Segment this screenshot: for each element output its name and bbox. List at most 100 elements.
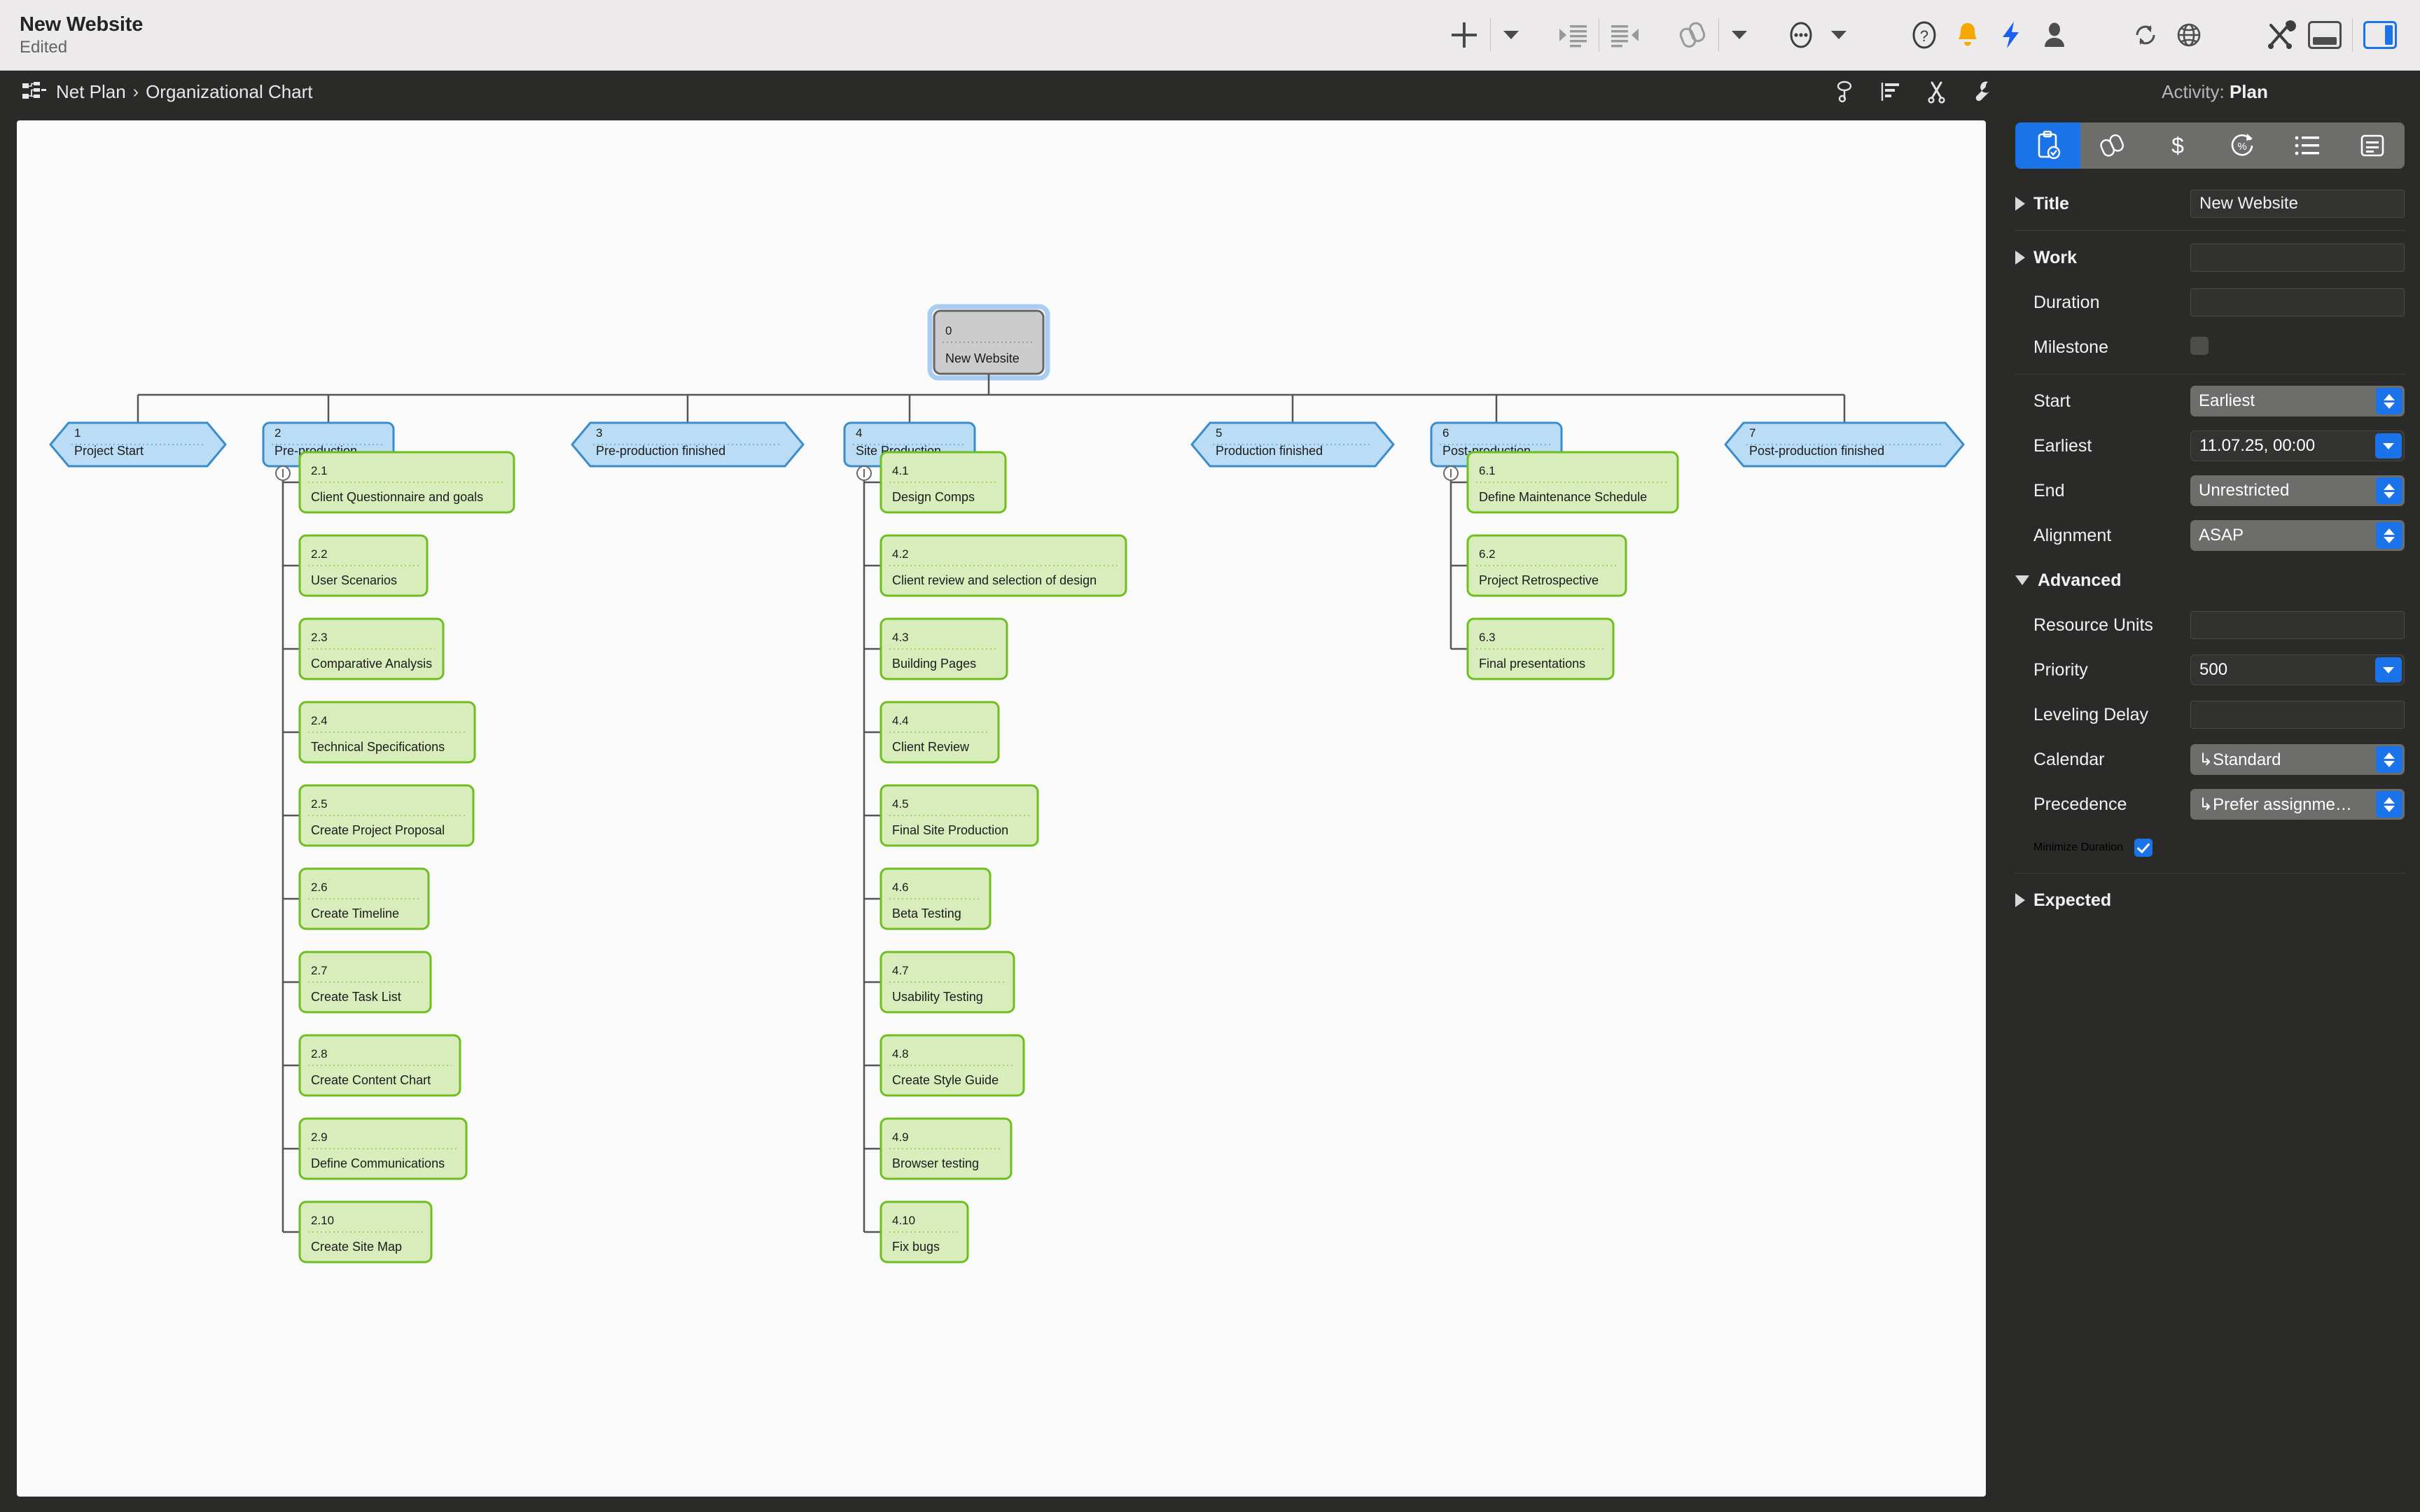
list-icon	[2295, 136, 2320, 155]
phase-node-3-shape[interactable]	[571, 421, 805, 468]
chevron-down-icon[interactable]	[2375, 433, 2402, 458]
minimize-duration-row: Minimize Duration	[2015, 827, 2405, 869]
indent-increase-icon	[1559, 25, 1587, 48]
node-id: 6.2	[1479, 547, 1496, 561]
stepper-icon[interactable]	[2376, 746, 2402, 773]
end-row: End Unrestricted	[2015, 468, 2405, 513]
node-id: 4.8	[892, 1047, 909, 1060]
more-button[interactable]	[1779, 10, 1823, 59]
task-node-2.7-shape[interactable]	[298, 951, 432, 1014]
earliest-row: Earliest 11.07.25, 00:00	[2015, 424, 2405, 468]
filter-button[interactable]	[1825, 74, 1864, 109]
stepper-icon[interactable]	[2376, 522, 2402, 549]
more-menu-button[interactable]	[1823, 10, 1855, 59]
tab-notes[interactable]	[2339, 122, 2405, 169]
help-button[interactable]: ?	[1903, 10, 1946, 59]
work-row: Work	[2015, 235, 2405, 280]
tools-button[interactable]	[2258, 10, 2302, 59]
title-section-header[interactable]: Title	[2015, 194, 2190, 214]
notifications-button[interactable]	[1946, 10, 1989, 59]
chevron-down-icon[interactable]	[2375, 657, 2402, 682]
stepper-icon[interactable]	[2376, 388, 2402, 414]
alignment-row: Alignment ASAP	[2015, 513, 2405, 558]
indent-decrease-button[interactable]	[1604, 10, 1647, 59]
node-label: Design Comps	[892, 490, 975, 504]
task-node-4.7-shape[interactable]	[879, 951, 1015, 1014]
wrench-icon	[1975, 81, 1990, 102]
outline-button[interactable]	[1871, 74, 1910, 109]
precedence-select[interactable]: ↳Prefer assignme…	[2190, 789, 2405, 820]
wrench-button[interactable]	[1963, 74, 2003, 109]
minimize-duration-checkbox[interactable]	[2134, 839, 2153, 857]
task-node-4.1-shape[interactable]	[879, 451, 1007, 514]
breadcrumb-root[interactable]: Net Plan	[56, 80, 126, 102]
link-button[interactable]	[1671, 10, 1714, 59]
node-label: Create Site Map	[311, 1240, 402, 1254]
tab-dependency[interactable]	[2080, 122, 2146, 169]
task-node-2.10-shape[interactable]	[298, 1200, 433, 1264]
breadcrumb-current[interactable]: Organizational Chart	[146, 80, 313, 102]
earliest-datefield[interactable]: 11.07.25, 00:00	[2190, 430, 2405, 461]
end-select[interactable]: Unrestricted	[2190, 475, 2405, 506]
stepper-icon[interactable]	[2376, 477, 2402, 504]
node-id: 6.3	[1479, 631, 1496, 644]
stepper-icon[interactable]	[2376, 791, 2402, 818]
task-node-2.5-shape[interactable]	[298, 784, 475, 847]
duration-input[interactable]	[2190, 288, 2405, 316]
alignment-select[interactable]: ASAP	[2190, 520, 2405, 551]
document-status: Edited	[20, 37, 68, 57]
expected-section-header[interactable]: Expected	[2015, 890, 2190, 911]
title-label: Title	[2033, 193, 2069, 214]
advanced-section-header[interactable]: Advanced	[2015, 570, 2190, 591]
add-button[interactable]	[1442, 10, 1486, 59]
task-node-6.2-shape[interactable]	[1466, 534, 1627, 597]
phase-node-1-shape[interactable]	[49, 421, 227, 468]
add-menu-button[interactable]	[1495, 10, 1527, 59]
breadcrumb-tools: Activity: Plan	[1825, 74, 2420, 109]
task-node-2.9-shape[interactable]	[298, 1117, 468, 1180]
node-id: 5	[1216, 426, 1222, 440]
node-label: Pre-production finished	[596, 444, 725, 458]
start-select[interactable]: Earliest	[2190, 386, 2405, 416]
title-input[interactable]: New Website	[2190, 190, 2405, 218]
toolbar-divider	[1490, 18, 1491, 52]
priority-input[interactable]: 500	[2190, 654, 2405, 685]
dollar-icon: $	[2171, 133, 2184, 158]
toolbar-divider	[1718, 18, 1719, 52]
node-id: 4.1	[892, 464, 909, 477]
node-label: Create Task List	[311, 990, 401, 1004]
scissors-button[interactable]	[1917, 74, 1956, 109]
tab-progress[interactable]: %	[2210, 122, 2275, 169]
work-input[interactable]	[2190, 244, 2405, 272]
filter-icon	[1837, 80, 1852, 103]
indent-increase-button[interactable]	[1551, 10, 1594, 59]
resource-units-input[interactable]	[2190, 611, 2405, 639]
task-node-4.5-shape[interactable]	[879, 784, 1039, 847]
node-id: 2.3	[311, 631, 328, 644]
right-panel-toggle[interactable]	[2357, 15, 2403, 55]
milestone-checkbox[interactable]	[2190, 336, 2209, 355]
leveling-delay-input[interactable]	[2190, 701, 2405, 729]
sync-button[interactable]	[2124, 10, 2167, 59]
person-icon	[2045, 22, 2064, 47]
tab-list[interactable]	[2275, 122, 2340, 169]
breadcrumb[interactable]: Net Plan › Organizational Chart	[22, 81, 313, 103]
calendar-select[interactable]: ↳Standard	[2190, 744, 2405, 775]
link-menu-button[interactable]	[1723, 10, 1755, 59]
toolbar-right: ?	[1442, 0, 2420, 70]
tab-task[interactable]	[2015, 122, 2080, 169]
task-node-2.4-shape[interactable]	[298, 701, 476, 764]
work-section-header[interactable]: Work	[2015, 248, 2190, 268]
globe-button[interactable]	[2167, 10, 2211, 59]
task-node-4.9-shape[interactable]	[879, 1117, 1013, 1180]
disclosure-triangle-icon	[2015, 197, 2025, 211]
earliest-label: Earliest	[2033, 435, 2092, 456]
task-node-2.1-shape[interactable]	[298, 451, 515, 514]
tab-cost[interactable]: $	[2145, 122, 2210, 169]
node-id: 2	[274, 426, 281, 440]
node-label: User Scenarios	[311, 573, 397, 587]
bottom-panel-toggle[interactable]	[2302, 15, 2348, 55]
account-button[interactable]	[2033, 10, 2076, 59]
flash-button[interactable]	[1989, 10, 2033, 59]
